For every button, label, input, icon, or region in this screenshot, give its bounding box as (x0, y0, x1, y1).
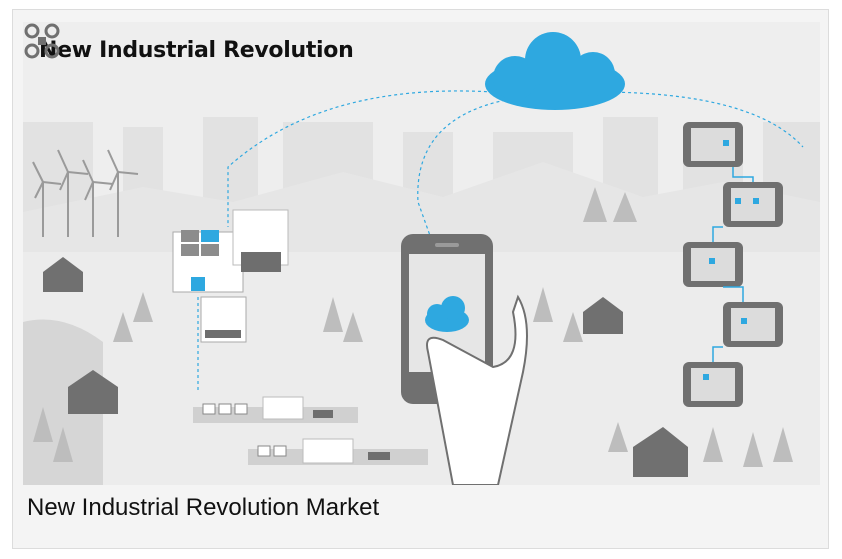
image-caption[interactable]: New Industrial Revolution Market (27, 494, 380, 521)
image-card[interactable]: New Industrial Revolution New Industrial… (12, 9, 829, 549)
drone-icon (24, 23, 60, 59)
hand-icon (426, 294, 528, 485)
cloud-icon (485, 32, 625, 110)
hero-title: New Industrial Revolution (39, 38, 354, 63)
industrial-scene (23, 32, 820, 485)
hero-illustration: New Industrial Revolution (23, 22, 820, 485)
